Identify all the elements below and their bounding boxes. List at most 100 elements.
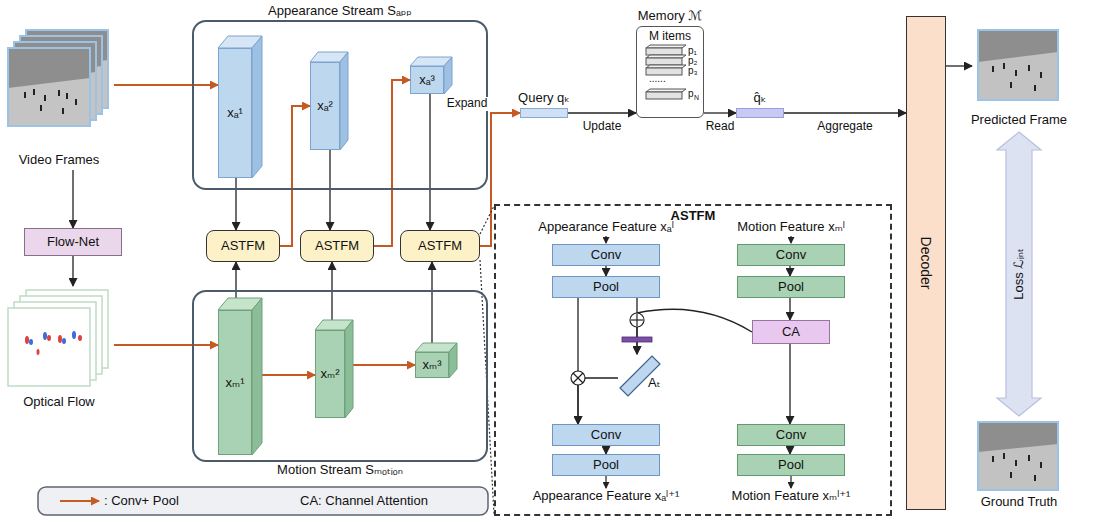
block-side (345, 320, 353, 418)
edge-label: Aggregate (815, 120, 874, 134)
node-label: ASTFM (418, 239, 462, 254)
node-label: ASTFM (671, 209, 716, 224)
conv-pool-arrow (280, 106, 310, 246)
node-label: Motion Stream Sₘₒₜᵢₒₙ (277, 463, 403, 478)
layer-box: Conv (552, 244, 660, 266)
appearance-block-faces (218, 36, 452, 178)
flow-arrow (605, 446, 606, 454)
optical-flow-picture (8, 290, 108, 386)
image-stack: Video Frames (4, 26, 114, 170)
conv-pool-arrow (114, 84, 218, 86)
feature-block: xₘ¹ (218, 310, 252, 455)
video-frames-picture (8, 30, 108, 126)
feature-block: xₘ³ (415, 352, 449, 378)
node-label: Optical Flow (23, 395, 95, 410)
flow-arrow (235, 178, 236, 230)
flow-arrow (784, 112, 906, 113)
text-label: CA: Channel Attention (300, 494, 428, 507)
zoom-line (480, 206, 494, 234)
feature-block: xₐ¹ (218, 48, 252, 178)
layer-box: Pool (737, 276, 845, 298)
node-label: ASTFM (315, 239, 359, 254)
decoder-block: Decoder (906, 16, 946, 510)
text-label: Motion Feature xₘˡ⁺¹ (732, 489, 851, 504)
flow-arrow (789, 266, 790, 276)
image-stack: Ground Truth (972, 418, 1066, 512)
flow-arrow (72, 256, 73, 286)
layer-box: Conv (552, 424, 660, 446)
node-label: Pool (593, 280, 619, 295)
feature-block: xₐ² (310, 62, 340, 150)
ground-truth-picture (978, 422, 1058, 490)
feature-arrows (606, 236, 791, 488)
feature-block: xₐ³ (410, 66, 444, 94)
feature-block: xₘ² (315, 330, 345, 418)
flow-arrow (568, 112, 636, 113)
conv-pool-arrow (114, 344, 218, 346)
node-label: Flow-Net (47, 235, 99, 250)
text-label: N (694, 94, 699, 101)
layer-box: Pool (737, 454, 845, 476)
node-label: Conv (776, 248, 806, 263)
node-label: xₐ¹ (227, 106, 243, 121)
flow-frame (8, 308, 90, 386)
flow-arrow (704, 112, 736, 113)
node-label: Conv (591, 248, 621, 263)
edge-label: Read (704, 120, 737, 134)
edge-label: Expand (445, 97, 490, 111)
flow-marks (25, 331, 82, 355)
edge-label: Update (581, 120, 624, 134)
node-label: xₘ² (321, 367, 340, 382)
pooled-vector (622, 337, 652, 342)
process-box: Flow-Net (24, 228, 122, 256)
flow-arrow (578, 378, 618, 424)
conv-pool-arrow (345, 364, 415, 366)
node-label: Video Frames (19, 153, 100, 168)
node-label: CA (782, 325, 800, 340)
flow-arrow (789, 298, 790, 320)
node-label: q̂ₖ (754, 91, 767, 106)
text-label: p (688, 89, 694, 99)
edge-label: Loss ℒᵢₙₜ (1012, 246, 1027, 302)
conv-pool-arrow (480, 113, 520, 246)
node-label: Pool (778, 458, 804, 473)
conv-pool-arrow (374, 80, 410, 246)
node-label: Conv (776, 428, 806, 443)
layer-box: Pool (552, 454, 660, 476)
flow-arrow (429, 94, 430, 230)
fusion-module: ASTFM (300, 230, 374, 262)
fusion-module: ASTFM (206, 230, 280, 262)
module-detail-box: ASTFMConvPoolConvPoolCAAₜConvPoolConvPoo… (494, 204, 892, 516)
motion-block-faces (218, 298, 457, 455)
node-label: Appearance Stream Sₐₚₚ (268, 4, 412, 19)
attention-map: Aₜ (618, 354, 668, 402)
memory-slabs (646, 45, 686, 99)
stream-panel: Motion Stream Sₘₒₜᵢₒₙxₘ¹xₘ²xₘ³ (192, 290, 488, 462)
node-label: Pool (778, 280, 804, 295)
node-label: xₐ³ (419, 73, 435, 88)
block-side (444, 57, 452, 94)
node-label: ASTFM (221, 239, 265, 254)
block-side (252, 36, 262, 178)
node-label: xₘ¹ (226, 375, 245, 390)
node-label: Conv (591, 428, 621, 443)
text-label: Appearance Feature xₐˡ⁺¹ (533, 489, 680, 504)
query-vector: Query qₖ (520, 108, 568, 118)
text-label: p₂ (688, 56, 697, 66)
flow-arrow (431, 262, 432, 352)
legend-sample-arrow (60, 500, 99, 502)
pedestrians (24, 89, 77, 114)
node-label: xₐ² (317, 99, 333, 114)
node-sublabel: M items (649, 30, 691, 44)
block-side (252, 298, 262, 455)
text-label: Appearance Feature xₐˡ (538, 220, 674, 235)
flow-arrow (72, 170, 73, 228)
text-label: Motion Feature xₘˡ (737, 220, 845, 235)
frame-border (8, 48, 90, 126)
legend-text: : Conv+ Pool (104, 494, 179, 509)
stream-panel: Appearance Stream Sₐₚₚxₐ¹xₐ²xₐ³ (192, 20, 488, 190)
layer-box: Conv (737, 244, 845, 266)
flow-arrow (637, 309, 752, 354)
flow-arrow (946, 65, 972, 66)
